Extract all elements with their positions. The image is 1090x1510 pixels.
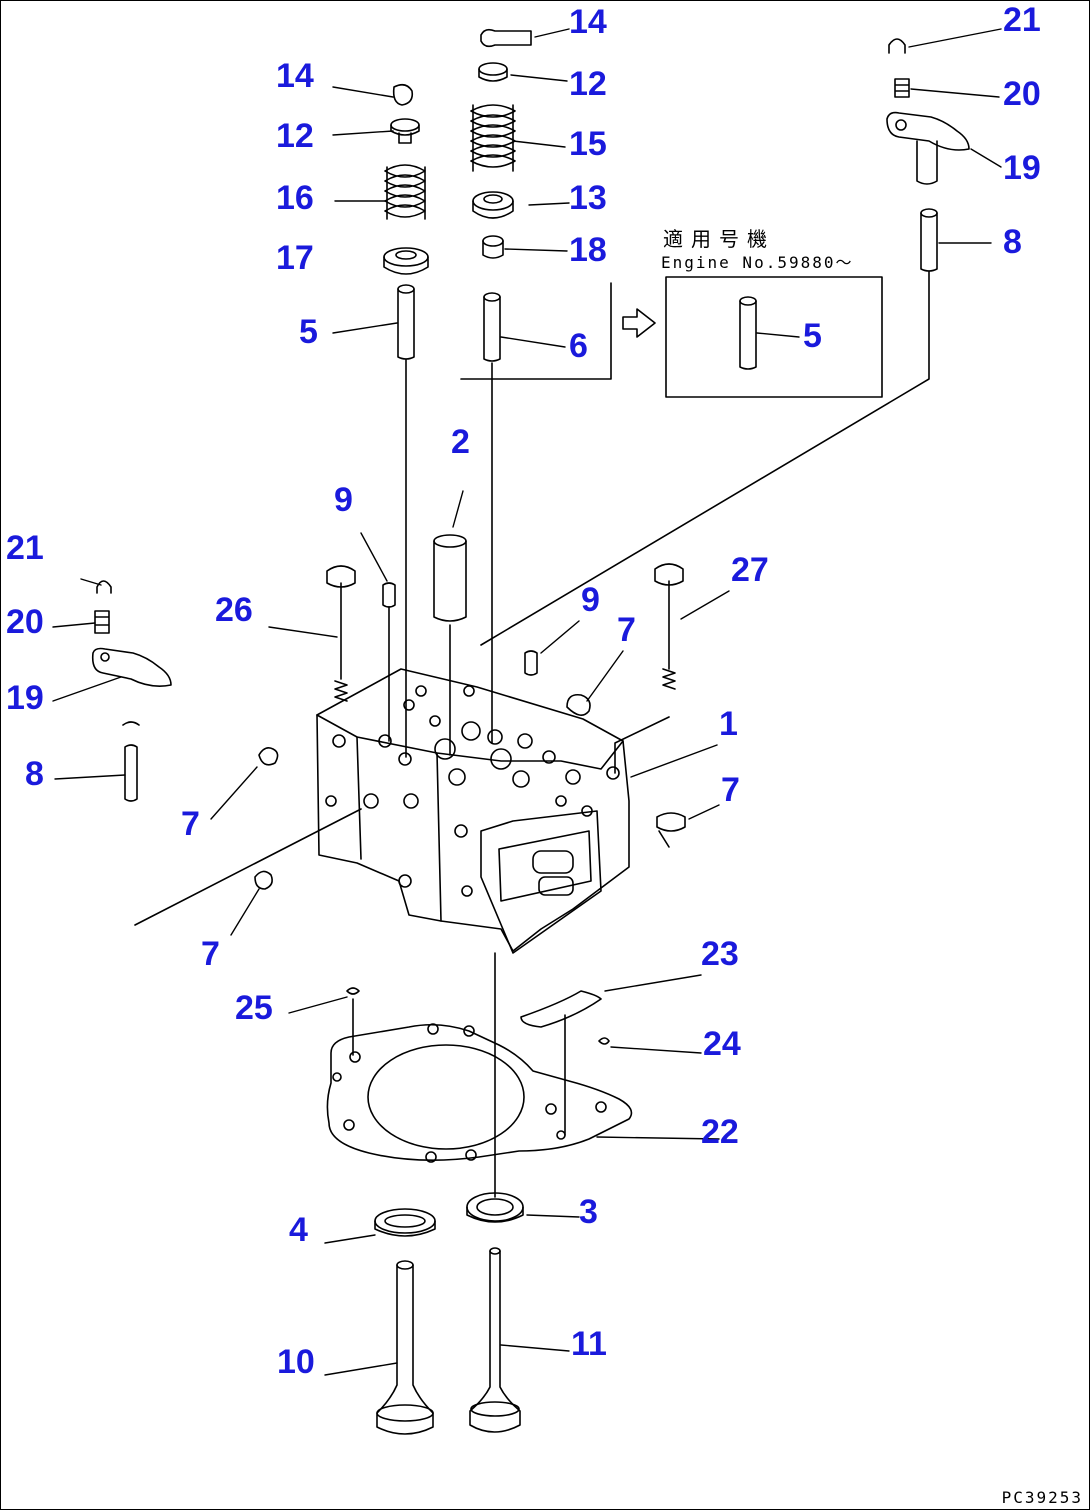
drawing-number: PC39253: [1001, 1488, 1083, 1507]
callout-7-left: 7: [181, 805, 200, 843]
callout-14-left: 14: [276, 57, 314, 95]
valves-and-seats: [374, 952, 524, 1435]
callout-25: 25: [235, 989, 273, 1027]
left-rocker-group: [91, 580, 172, 802]
callout-14-center: 14: [569, 3, 607, 41]
callout-10: 10: [277, 1343, 315, 1381]
callout-22: 22: [701, 1113, 739, 1151]
callout-20-right: 20: [1003, 75, 1041, 113]
callout-19-right: 19: [1003, 149, 1041, 187]
callout-9-right: 9: [581, 581, 600, 619]
gaskets: [326, 987, 633, 1163]
callout-27: 27: [731, 551, 769, 589]
callout-17: 17: [276, 239, 314, 277]
callout-6: 6: [569, 327, 588, 365]
left-valve-train: [383, 83, 429, 758]
callout-16: 16: [276, 179, 314, 217]
callout-12-center: 12: [569, 65, 607, 103]
callout-9-left: 9: [334, 481, 353, 519]
callout-1: 1: [719, 705, 738, 743]
applicable-serial-label-en: Engine No.59880～: [661, 253, 854, 272]
callout-8-left: 8: [25, 755, 44, 793]
callout-7-bottom: 7: [201, 935, 220, 973]
inset-box: [665, 276, 883, 398]
callout-15: 15: [569, 125, 607, 163]
callout-20-left: 20: [6, 603, 44, 641]
bolts-and-plugs: [134, 534, 686, 926]
callout-18: 18: [569, 231, 607, 269]
center-valve-train: [460, 28, 656, 744]
leader-lines: [52, 28, 1002, 1376]
callout-5-inset: 5: [803, 317, 822, 355]
callout-21-left: 21: [6, 529, 44, 567]
callout-23: 23: [701, 935, 739, 973]
cylinder-head: [316, 668, 630, 954]
callout-4: 4: [289, 1211, 308, 1249]
callout-24: 24: [703, 1025, 741, 1063]
callout-21-right: 21: [1003, 1, 1041, 39]
callout-19-left: 19: [6, 679, 44, 717]
callout-11: 11: [571, 1325, 607, 1363]
right-rocker-group: [480, 38, 970, 646]
callout-3: 3: [579, 1193, 598, 1231]
callout-2: 2: [451, 423, 470, 461]
applicable-serial-label-jp: 適用号機: [663, 227, 775, 251]
callout-26: 26: [215, 591, 253, 629]
callout-8-right: 8: [1003, 223, 1022, 261]
callout-13: 13: [569, 179, 607, 217]
callout-7-top: 7: [617, 611, 636, 649]
callout-12-left: 12: [276, 117, 314, 155]
callout-5-left: 5: [299, 313, 318, 351]
callout-7-right: 7: [721, 771, 740, 809]
